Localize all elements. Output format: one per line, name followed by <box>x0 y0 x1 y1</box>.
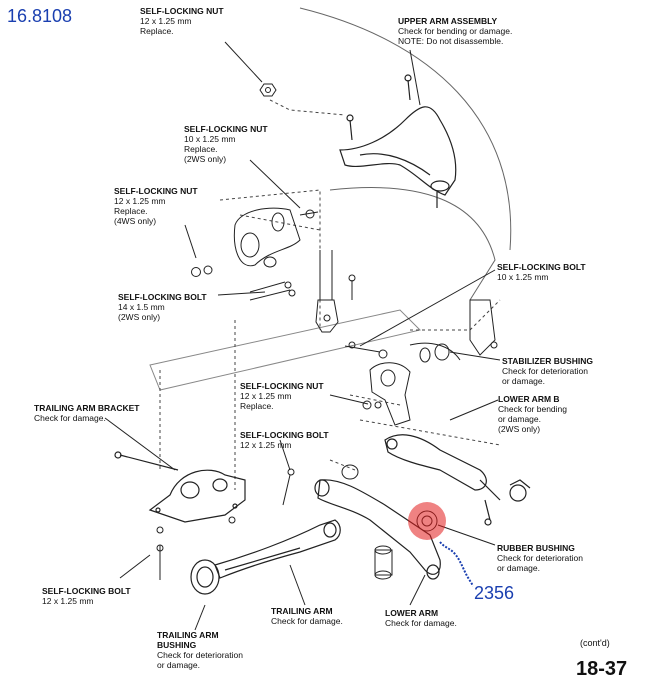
label-lower-arm-b: LOWER ARM B Check for bending or damage.… <box>498 394 567 434</box>
label-bolt-bottom: SELF-LOCKING BOLT 12 x 1.25 mm <box>42 586 131 606</box>
self-locking-bolt-bottom <box>156 544 164 580</box>
stabilizer-link <box>369 362 411 426</box>
label-trailing-bracket: TRAILING ARM BRACKET Check for damage. <box>34 403 140 423</box>
self-locking-bolt-10 <box>344 341 388 359</box>
upper-arm-assembly <box>339 74 457 208</box>
label-lower-arm: LOWER ARM Check for damage. <box>385 608 457 628</box>
label-nut-2ws: SELF-LOCKING NUT 10 x 1.25 mm Replace. (… <box>184 124 268 164</box>
damper <box>315 250 339 333</box>
label-bolt-10: SELF-LOCKING BOLT 10 x 1.25 mm <box>497 262 586 282</box>
leader-nut-2ws <box>249 159 301 209</box>
upper-bushing-bracket <box>233 207 319 268</box>
label-nut-4ws: SELF-LOCKING NUT 12 x 1.25 mm Replace. (… <box>114 186 198 226</box>
label-rubber-bushing: RUBBER BUSHING Check for deterioration o… <box>497 543 583 573</box>
annotation-squiggle <box>439 541 474 587</box>
dashed-guide-7 <box>349 394 401 406</box>
label-trailing-bushing: TRAILING ARM BUSHING Check for deteriora… <box>157 630 243 670</box>
dashed-guide-1 <box>269 99 346 116</box>
dashed-guide-8 <box>359 419 501 446</box>
leader-bolt-mid <box>279 439 291 471</box>
leader-stab-bushing <box>449 351 501 361</box>
label-bolt-14: SELF-LOCKING BOLT 14 x 1.5 mm (2WS only) <box>118 292 207 322</box>
leader-bolt-10 <box>359 269 496 347</box>
leader-rubber-bushing <box>437 524 496 546</box>
leader-bolt-14 <box>217 291 266 296</box>
leader-bolt-bottom <box>119 554 151 579</box>
self-locking-bolt-14 <box>249 281 296 301</box>
lower-bushing-pieces <box>341 464 393 580</box>
lower-arm-b <box>384 434 531 526</box>
leader-nut-mid <box>329 394 369 405</box>
lower-arm <box>314 479 441 580</box>
highlight-circle <box>408 502 446 540</box>
bolt-upper-small <box>348 274 356 300</box>
dashed-guide-3 <box>239 214 321 231</box>
bracket-fasteners <box>156 516 236 534</box>
leader-lower-arm-b <box>449 399 499 421</box>
body-panel-outline-3 <box>149 309 421 391</box>
label-nut-top: SELF-LOCKING NUT 12 x 1.25 mm Replace. <box>140 6 224 36</box>
self-locking-bolt-mid <box>282 468 295 506</box>
page-number: 18-37 <box>576 658 628 680</box>
label-stab-bushing: STABILIZER BUSHING Check for deteriorati… <box>502 356 593 386</box>
leader-upper-arm <box>409 49 421 106</box>
label-upper-arm: UPPER ARM ASSEMBLY Check for bending or … <box>398 16 513 46</box>
leader-nut-4ws <box>184 224 197 259</box>
self-locking-nut-4ws <box>191 265 213 277</box>
trailing-arm-bracket <box>114 451 246 523</box>
label-trailing-arm: TRAILING ARM Check for damage. <box>271 606 343 626</box>
leader-trailing-bushing <box>194 604 206 631</box>
body-panel-outline-2 <box>329 187 496 301</box>
trailing-arm <box>214 519 341 579</box>
leader-nut-top <box>224 41 263 83</box>
leader-lower-arm <box>409 574 426 606</box>
dashed-guide-2 <box>219 189 321 330</box>
leader-trailing-bracket <box>104 417 176 471</box>
body-panel-outline <box>299 7 512 251</box>
stabilizer-bracket <box>409 299 498 363</box>
part-marker: 2356 <box>474 583 515 603</box>
dashed-guide-6 <box>410 299 501 331</box>
trailing-arm-bushing <box>190 559 220 595</box>
self-locking-nut-top <box>259 83 277 97</box>
label-bolt-mid: SELF-LOCKING BOLT 12 x 1.25 mm <box>240 430 329 450</box>
dashed-guide-9 <box>329 459 356 471</box>
label-nut-mid: SELF-LOCKING NUT 12 x 1.25 mm Replace. <box>240 381 324 411</box>
continued-note: (cont'd) <box>580 638 610 648</box>
leader-trailing-arm <box>289 564 306 606</box>
doc-code: 16.8108 <box>7 6 73 26</box>
self-locking-nut-mid <box>362 400 382 410</box>
